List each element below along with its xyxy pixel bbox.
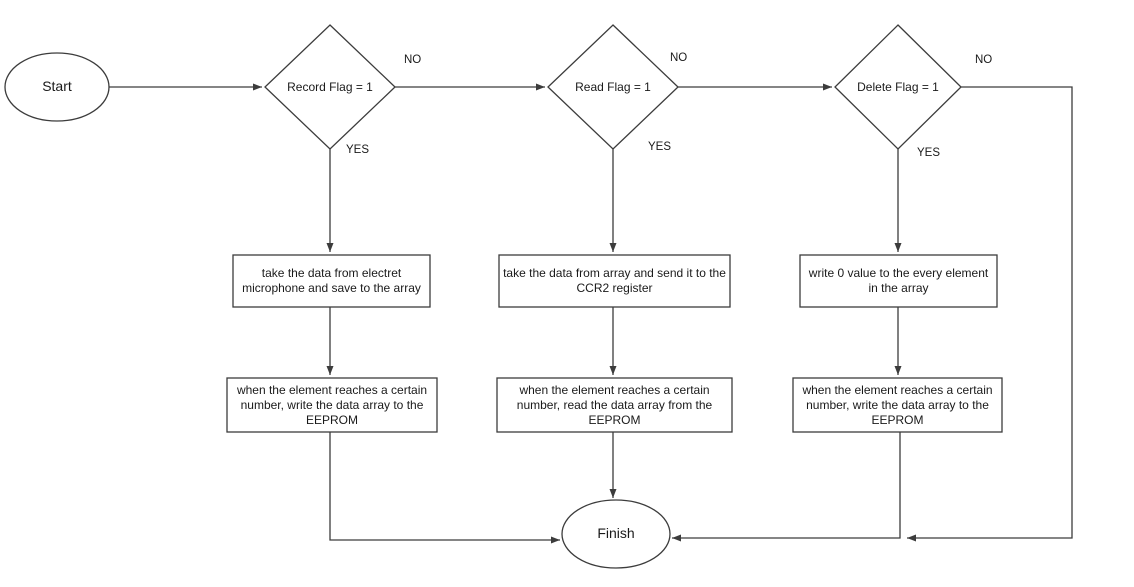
read-yes-edge-label: YES <box>648 141 672 153</box>
delete-no-edge-label: NO <box>975 54 993 66</box>
record-process-label: take the data from electret microphone a… <box>242 266 421 295</box>
read-flag-decision-node <box>547 24 679 150</box>
record-process-box <box>232 254 431 308</box>
record-eeprom-label: when the element reaches a certain numbe… <box>236 382 428 427</box>
start-node <box>4 52 110 122</box>
record-no-edge-label: NO <box>404 54 422 66</box>
read-no-edge-label: NO <box>670 52 688 64</box>
read-eeprom-box <box>496 377 733 433</box>
edge-box6-to-finish <box>672 432 901 542</box>
delete-flag-decision-node <box>834 24 962 150</box>
record-eeprom-box <box>226 377 438 433</box>
start-label: Start <box>42 78 72 95</box>
delete-eeprom-box <box>792 377 1003 433</box>
finish-label: Finish <box>597 525 635 542</box>
record-flag-decision-node <box>264 24 396 150</box>
delete-process-label: write 0 value to the every element in th… <box>808 266 989 295</box>
delete-eeprom-label: when the element reaches a certain numbe… <box>802 382 993 427</box>
record-flag-decision-label: Record Flag = 1 <box>287 79 373 94</box>
edge-delete-no-to-finish <box>907 86 1073 542</box>
finish-node <box>561 499 671 569</box>
read-process-box <box>498 254 731 308</box>
delete-flag-decision-label: Delete Flag = 1 <box>857 79 939 94</box>
read-eeprom-label: when the element reaches a certain numbe… <box>516 382 713 427</box>
delete-process-box <box>799 254 998 308</box>
edge-box4-to-finish <box>329 432 560 544</box>
record-yes-edge-label: YES <box>346 144 370 156</box>
read-process-label: take the data from array and send it to … <box>503 266 726 295</box>
read-flag-decision-label: Read Flag = 1 <box>575 79 651 94</box>
delete-yes-edge-label: YES <box>917 147 941 159</box>
